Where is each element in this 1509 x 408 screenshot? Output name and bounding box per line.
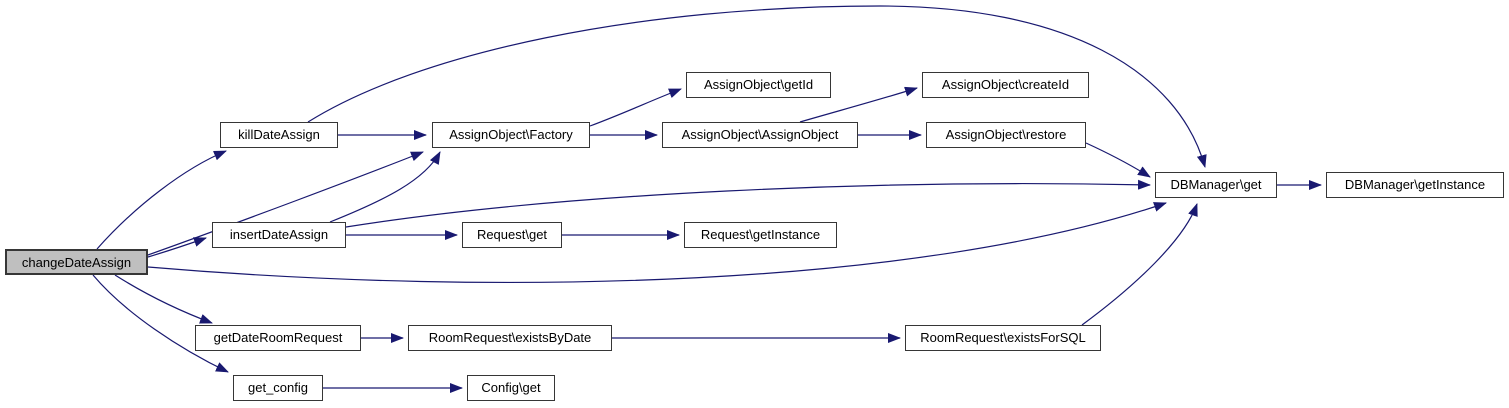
- edge-AssignObject-AssignObject-AssignObject-createId: [799, 86, 918, 123]
- node-AssignObject-AssignObject[interactable]: AssignObject\AssignObject: [662, 122, 858, 148]
- node-DBManager-get[interactable]: DBManager\get: [1155, 172, 1277, 198]
- edge-changeDateAssign-get_config: [92, 274, 229, 373]
- node-DBManager-getInstance[interactable]: DBManager\getInstance: [1326, 172, 1504, 198]
- edge-AssignObject-restore-DBManager-get: [1085, 142, 1151, 178]
- edge-changeDateAssign-DBManager-get: [147, 202, 1167, 284]
- node-insertDateAssign[interactable]: insertDateAssign: [212, 222, 346, 248]
- node-AssignObject-restore[interactable]: AssignObject\restore: [926, 122, 1086, 148]
- edge-changeDateAssign-killDateAssign: [96, 150, 227, 250]
- node-RoomRequest-existsByDate[interactable]: RoomRequest\existsByDate: [408, 325, 612, 351]
- edge-changeDateAssign-AssignObject-Factory: [147, 151, 424, 256]
- node-AssignObject-createId[interactable]: AssignObject\createId: [922, 72, 1089, 98]
- edge-insertDateAssign-AssignObject-Factory: [329, 151, 441, 223]
- node-Request-getInstance[interactable]: Request\getInstance: [684, 222, 837, 248]
- node-killDateAssign[interactable]: killDateAssign: [220, 122, 338, 148]
- edge-changeDateAssign-getDateRoomRequest: [114, 274, 213, 324]
- node-get_config[interactable]: get_config: [233, 375, 323, 401]
- edge-changeDateAssign-insertDateAssign: [147, 237, 207, 258]
- edge-RoomRequest-existsForSQL-DBManager-get: [1081, 203, 1198, 326]
- node-Request-get[interactable]: Request\get: [462, 222, 562, 248]
- node-AssignObject-Factory[interactable]: AssignObject\Factory: [432, 122, 590, 148]
- edge-insertDateAssign-DBManager-get: [345, 179, 1151, 228]
- node-changeDateAssign: changeDateAssign: [5, 249, 148, 275]
- edge-AssignObject-Factory-AssignObject-getId: [589, 88, 682, 127]
- node-Config-get[interactable]: Config\get: [467, 375, 555, 401]
- node-getDateRoomRequest[interactable]: getDateRoomRequest: [195, 325, 361, 351]
- edge-killDateAssign-DBManager-get: [307, 5, 1207, 168]
- node-AssignObject-getId[interactable]: AssignObject\getId: [686, 72, 831, 98]
- node-RoomRequest-existsForSQL[interactable]: RoomRequest\existsForSQL: [905, 325, 1101, 351]
